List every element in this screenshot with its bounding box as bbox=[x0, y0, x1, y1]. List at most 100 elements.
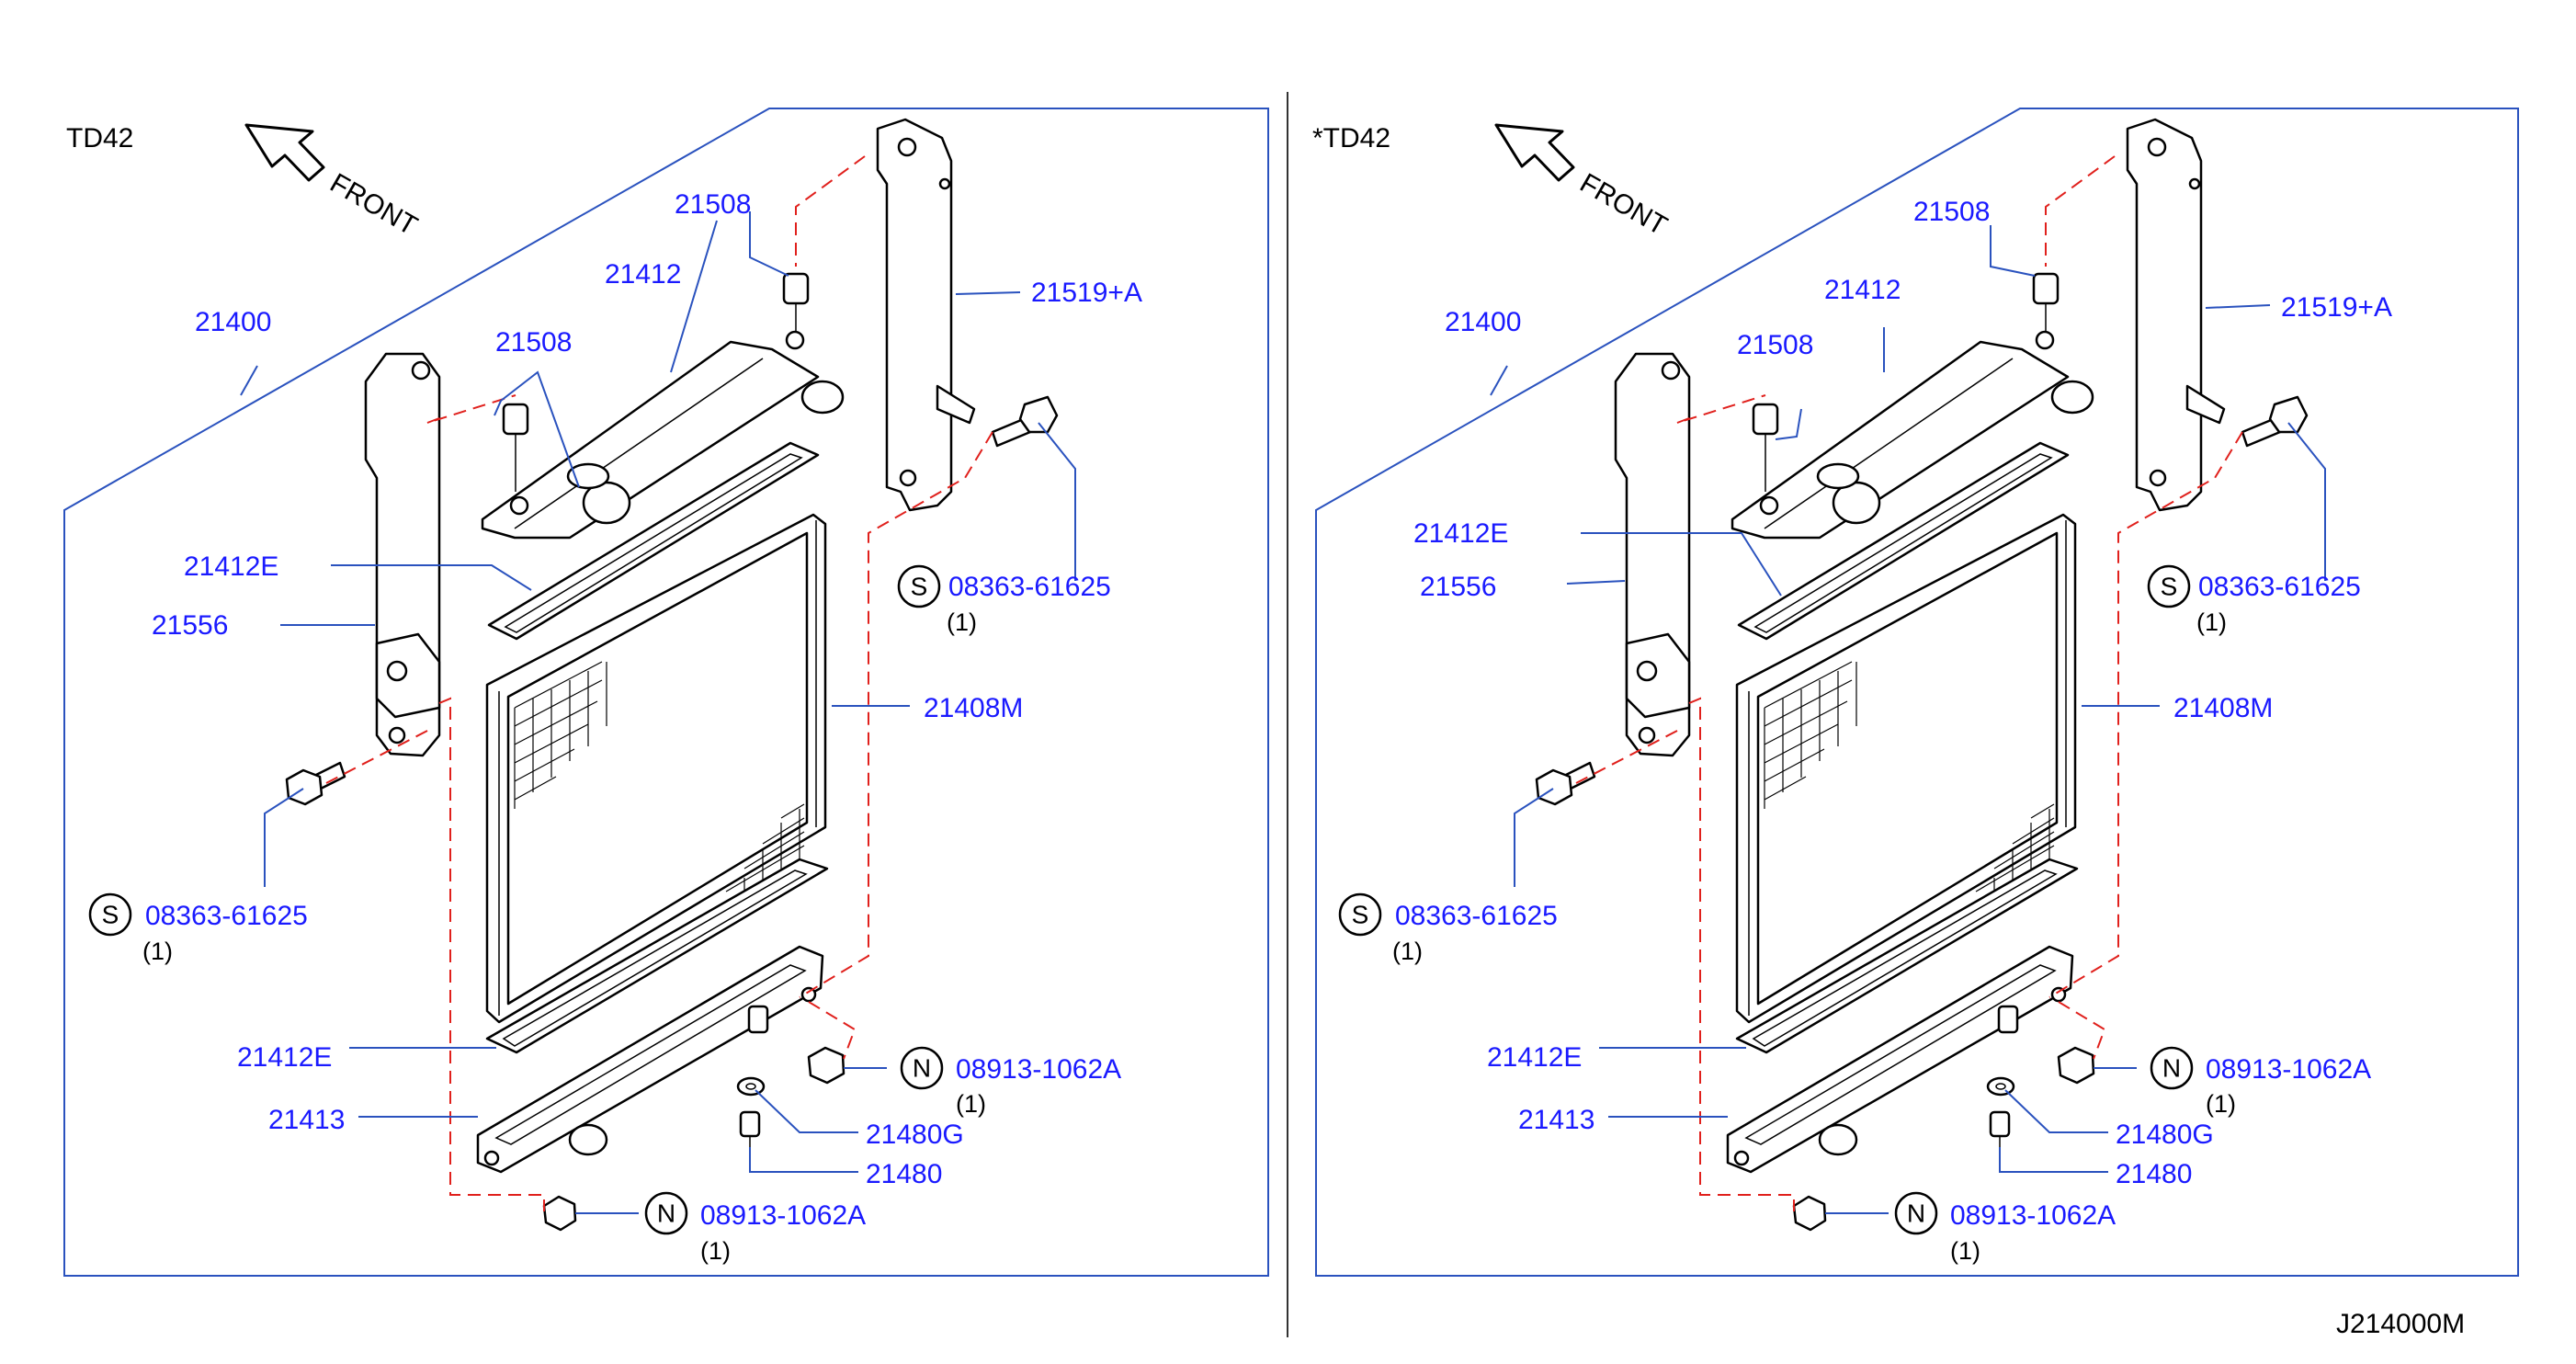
callout-21480: 21480 bbox=[866, 1159, 942, 1189]
callout-21519a: 21519+A bbox=[1031, 278, 1142, 308]
assembly-frame bbox=[1315, 108, 2519, 1277]
nut-symbol-bottom bbox=[1894, 1191, 1938, 1235]
bolt-symbol-left-label: S bbox=[1352, 901, 1369, 929]
bolt-symbol-right-label: S bbox=[2161, 573, 2178, 601]
rubber-mount-21508-top bbox=[782, 272, 810, 331]
nut-symbol-bottom bbox=[644, 1191, 688, 1235]
callout-bolt-left-code: 08363-61625 bbox=[1395, 901, 1558, 931]
bolt-symbol-right bbox=[2147, 564, 2191, 608]
bolt-symbol-right bbox=[897, 564, 941, 608]
bolt-left-icon bbox=[285, 761, 346, 806]
callout-nut-right-code: 08913-1062A bbox=[956, 1054, 1121, 1085]
callout-bolt-left-code: 08363-61625 bbox=[145, 901, 308, 931]
callout-21408m: 21408M bbox=[924, 693, 1023, 723]
callout-21412e-bottom: 21412E bbox=[237, 1042, 332, 1073]
callout-nut-bottom-code: 08913-1062A bbox=[700, 1200, 866, 1231]
upper-tank-21412 bbox=[1731, 330, 2094, 540]
rubber-mount-21508-left bbox=[1752, 403, 1779, 492]
nut-right-icon bbox=[2057, 1046, 2095, 1085]
callout-21508-left: 21508 bbox=[495, 327, 572, 358]
bolt-symbol-left bbox=[88, 892, 132, 937]
callout-21412e-top: 21412E bbox=[1413, 518, 1508, 549]
washer-21480g-icon bbox=[736, 1076, 766, 1097]
callout-bolt-right-qty: (1) bbox=[947, 608, 977, 636]
callout-nut-bottom-qty: (1) bbox=[700, 1237, 731, 1265]
callout-21556: 21556 bbox=[1420, 572, 1496, 602]
front-label: FRONT bbox=[325, 167, 423, 241]
callout-21508-top: 21508 bbox=[1913, 197, 1990, 227]
callout-nut-right-code: 08913-1062A bbox=[2206, 1054, 2371, 1085]
nut-symbol-right bbox=[900, 1046, 944, 1090]
callout-21519a: 21519+A bbox=[2281, 292, 2392, 323]
callout-nut-right-qty: (1) bbox=[2206, 1090, 2236, 1118]
bracket-right-21519a bbox=[2126, 118, 2226, 512]
callout-21408m: 21408M bbox=[2173, 693, 2273, 723]
callout-21508-top: 21508 bbox=[675, 189, 751, 220]
callout-21400: 21400 bbox=[195, 307, 271, 337]
assembly-frame bbox=[63, 108, 1269, 1277]
nut-bottom-icon bbox=[1792, 1195, 1827, 1232]
bolt-left-icon bbox=[1535, 761, 1596, 806]
nut-symbol-right-label: N bbox=[913, 1054, 931, 1083]
nut-symbol-right-label: N bbox=[2162, 1054, 2181, 1083]
bolt-right-icon bbox=[2241, 395, 2309, 448]
callout-21556: 21556 bbox=[152, 610, 228, 641]
callout-21412: 21412 bbox=[605, 259, 681, 290]
callout-bolt-right-qty: (1) bbox=[2196, 608, 2227, 636]
gasket-top-21412e bbox=[487, 441, 820, 641]
bracket-right-21519a bbox=[876, 118, 976, 512]
callout-21412e-top: 21412E bbox=[184, 551, 278, 582]
installation-dashed-lines bbox=[325, 155, 993, 1211]
radiator-core-21408m bbox=[1735, 513, 2077, 1024]
callout-21480: 21480 bbox=[2116, 1159, 2192, 1189]
figure-code: J214000M bbox=[2336, 1309, 2465, 1339]
front-arrow-icon: FRONT bbox=[1494, 123, 1673, 242]
nut-symbol-bottom-label: N bbox=[1907, 1199, 1925, 1228]
bolt-symbol-left bbox=[1338, 892, 1382, 937]
callout-nut-right-qty: (1) bbox=[956, 1090, 986, 1118]
radiator-core-21408m bbox=[485, 513, 827, 1024]
callout-21412e-bottom: 21412E bbox=[1487, 1042, 1582, 1073]
upper-tank-21412 bbox=[481, 330, 845, 540]
leader-lines bbox=[240, 211, 1076, 1214]
bracket-left-21556 bbox=[364, 352, 441, 757]
nut-symbol-bottom-label: N bbox=[657, 1199, 675, 1228]
nut-bottom-icon bbox=[542, 1195, 577, 1232]
bolt-symbol-right-label: S bbox=[911, 573, 928, 601]
engine-label: *TD42 bbox=[1312, 123, 1390, 153]
callout-bolt-left-qty: (1) bbox=[1392, 938, 1423, 965]
lower-tank-21413 bbox=[1726, 945, 2074, 1174]
installation-dashed-lines bbox=[1575, 155, 2243, 1211]
gasket-bottom-21412e bbox=[485, 858, 829, 1054]
nut-right-icon bbox=[807, 1046, 845, 1085]
callout-21412: 21412 bbox=[1824, 275, 1901, 305]
engine-label: TD42 bbox=[66, 123, 133, 153]
front-arrow-icon: FRONT bbox=[244, 123, 423, 242]
gasket-bottom-21412e bbox=[1735, 858, 2079, 1054]
callout-bolt-right-code: 08363-61625 bbox=[948, 572, 1111, 602]
callout-21400: 21400 bbox=[1445, 307, 1521, 337]
callout-21480g: 21480G bbox=[2116, 1120, 2214, 1150]
callout-21413: 21413 bbox=[268, 1105, 345, 1135]
front-label: FRONT bbox=[1575, 167, 1673, 241]
lower-tank-21413 bbox=[476, 945, 824, 1174]
stud-21480-icon bbox=[1989, 1110, 2011, 1147]
stud-21480-icon bbox=[739, 1110, 761, 1147]
callout-21508-left: 21508 bbox=[1737, 330, 1813, 360]
panel-star-td42: *TD42 FRONT bbox=[1312, 108, 2519, 1277]
callout-nut-bottom-qty: (1) bbox=[1950, 1237, 1980, 1265]
callout-bolt-right-code: 08363-61625 bbox=[2198, 572, 2361, 602]
rubber-mount-21508-left bbox=[502, 403, 529, 492]
gasket-top-21412e bbox=[1737, 441, 2070, 641]
callout-nut-bottom-code: 08913-1062A bbox=[1950, 1200, 2116, 1231]
bolt-symbol-left-label: S bbox=[102, 901, 119, 929]
callout-21480g: 21480G bbox=[866, 1120, 964, 1150]
callout-21413: 21413 bbox=[1518, 1105, 1594, 1135]
leader-lines bbox=[1490, 225, 2326, 1214]
bracket-left-21556 bbox=[1614, 352, 1691, 757]
nut-symbol-right bbox=[2150, 1046, 2194, 1090]
callout-bolt-left-qty: (1) bbox=[142, 938, 173, 965]
rubber-mount-21508-top bbox=[2032, 272, 2060, 331]
bolt-right-icon bbox=[991, 395, 1059, 448]
